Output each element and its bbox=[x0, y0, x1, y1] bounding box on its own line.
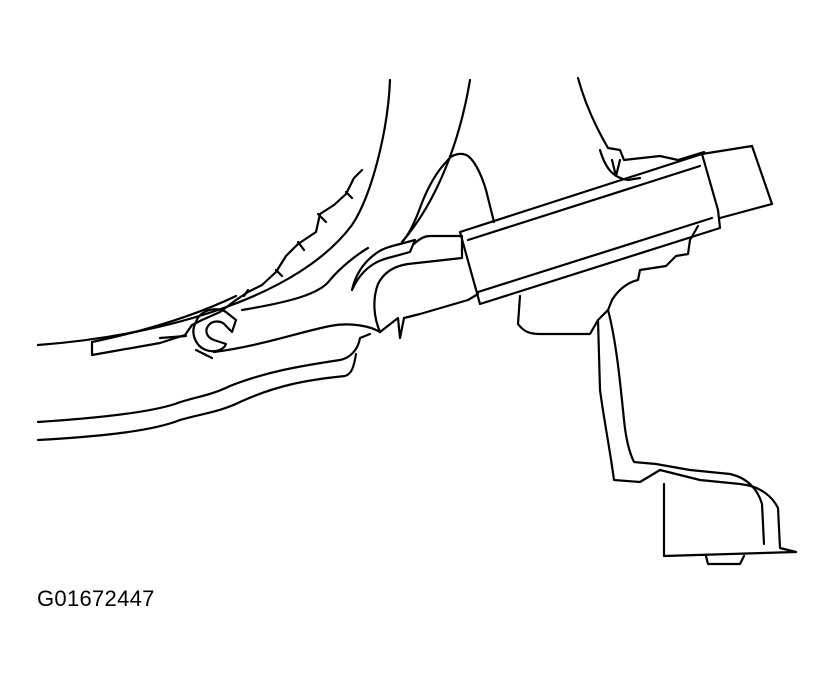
right-bracket-leg-inner bbox=[606, 308, 766, 546]
rear-casting-left bbox=[400, 158, 450, 244]
snap-ring-tail bbox=[158, 334, 214, 360]
right-bracket-notch bbox=[598, 148, 642, 182]
case-lower-flange-edge bbox=[36, 352, 358, 442]
figure-id-label: G01672447 bbox=[37, 586, 155, 611]
housing-groove-step-line bbox=[90, 190, 354, 344]
right-bracket-leg bbox=[596, 318, 798, 554]
lever-arm bbox=[373, 234, 464, 334]
right-bracket-top bbox=[576, 76, 706, 162]
tool-inner-edge bbox=[466, 164, 714, 294]
casting-web-upper bbox=[240, 246, 370, 312]
housing-right-bore bbox=[400, 78, 472, 244]
shift-lever-boss bbox=[350, 238, 417, 292]
rear-casting-upper bbox=[446, 152, 496, 224]
snap-ring-clip bbox=[192, 308, 238, 353]
right-bracket-body bbox=[516, 224, 700, 336]
tool-body bbox=[458, 152, 722, 306]
lever-arm-lower bbox=[378, 292, 480, 340]
right-bracket-base bbox=[662, 482, 798, 566]
tool-handle bbox=[700, 144, 774, 220]
case-lower-flange bbox=[36, 332, 372, 424]
casting-web-lower bbox=[212, 323, 382, 354]
